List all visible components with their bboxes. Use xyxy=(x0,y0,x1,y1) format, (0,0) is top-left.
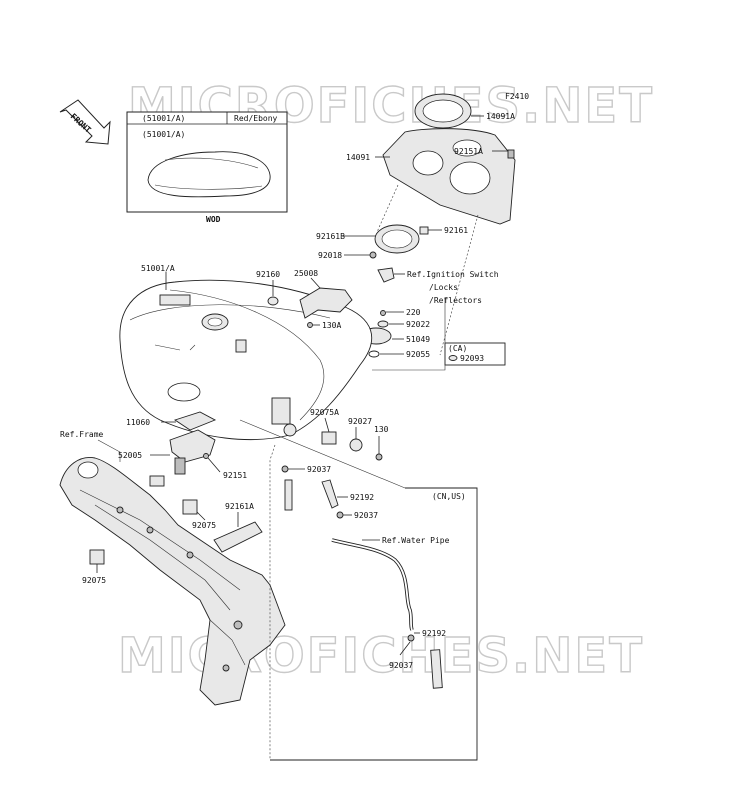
ignition-switch-ref-part xyxy=(377,267,395,283)
bracket-25008 xyxy=(299,287,353,319)
label-92037-b: 92037 xyxy=(354,511,378,520)
ca-box: (CA) 92093 xyxy=(444,342,506,366)
label-92160: 92160 xyxy=(256,270,280,279)
fuel-pump-52005 xyxy=(169,429,216,463)
color-table: (51001/A) Red/Ebony (51001/A) WOD xyxy=(126,111,288,224)
label-130A: 130A xyxy=(322,321,341,330)
label-92018: 92018 xyxy=(318,251,342,260)
water-pipe xyxy=(331,538,414,631)
label-cn-us: (CN,US) xyxy=(432,492,466,501)
label-ref-water-pipe: Ref.Water Pipe xyxy=(382,536,450,545)
label-92075-upper: 92075 xyxy=(192,521,216,530)
inset-code: (51001/A) xyxy=(142,130,185,139)
fuel-tank xyxy=(119,279,373,441)
figure-code: F2410 xyxy=(505,92,529,101)
label-ref-ignition-2: /Locks xyxy=(429,283,458,292)
label-51001A: 51001/A xyxy=(141,264,175,273)
label-ref-ignition-1: Ref.Ignition Switch xyxy=(407,270,499,279)
hose-92192-b xyxy=(430,649,443,689)
cn-us-box: (CN,US) xyxy=(270,487,478,761)
label-92151: 92151 xyxy=(223,471,247,480)
label-92075A: 92075A xyxy=(310,408,339,417)
label-92037-c: 92037 xyxy=(389,661,413,670)
damper-92075-lower xyxy=(89,549,105,565)
watermark-bottom: MICROFICHES.NET xyxy=(118,628,644,684)
hose-92192-a xyxy=(284,479,293,511)
label-220: 220 xyxy=(406,308,421,317)
label-92161: 92161 xyxy=(444,226,468,235)
label-52005: 52005 xyxy=(118,451,142,460)
label-92055: 92055 xyxy=(406,350,430,359)
label-92027: 92027 xyxy=(348,417,372,426)
label-92161B: 92161B xyxy=(316,232,345,241)
label-11060: 11060 xyxy=(126,418,150,427)
color-table-color: Red/Ebony xyxy=(234,114,278,123)
inset-caption: WOD xyxy=(206,215,221,224)
label-25008: 25008 xyxy=(294,269,318,278)
label-92022: 92022 xyxy=(406,320,430,329)
label-92075-lower: 92075 xyxy=(82,576,106,585)
label-14091: 14091 xyxy=(346,153,370,162)
pad-92161A xyxy=(213,521,263,553)
label-92093: 92093 xyxy=(460,354,484,363)
label-130: 130 xyxy=(374,425,389,434)
label-ref-ignition-3: /Reflectors xyxy=(429,296,482,305)
color-table-code: (51001/A) xyxy=(142,114,185,123)
damper-92075A xyxy=(321,431,337,445)
label-ca: (CA) xyxy=(448,344,467,353)
label-14091A: 14091A xyxy=(486,112,515,121)
label-92192-a: 92192 xyxy=(350,493,374,502)
damper-92075-upper xyxy=(182,499,198,515)
label-92192-b: 92192 xyxy=(422,629,446,638)
label-92151A: 92151A xyxy=(454,147,483,156)
label-51049: 51049 xyxy=(406,335,430,344)
label-92161A: 92161A xyxy=(225,502,254,511)
label-92037-a: 92037 xyxy=(307,465,331,474)
label-ref-frame: Ref.Frame xyxy=(60,430,104,439)
front-arrow-icon: FRONT xyxy=(59,99,111,145)
meter-cover-assembly xyxy=(369,93,516,259)
frame xyxy=(59,457,286,706)
